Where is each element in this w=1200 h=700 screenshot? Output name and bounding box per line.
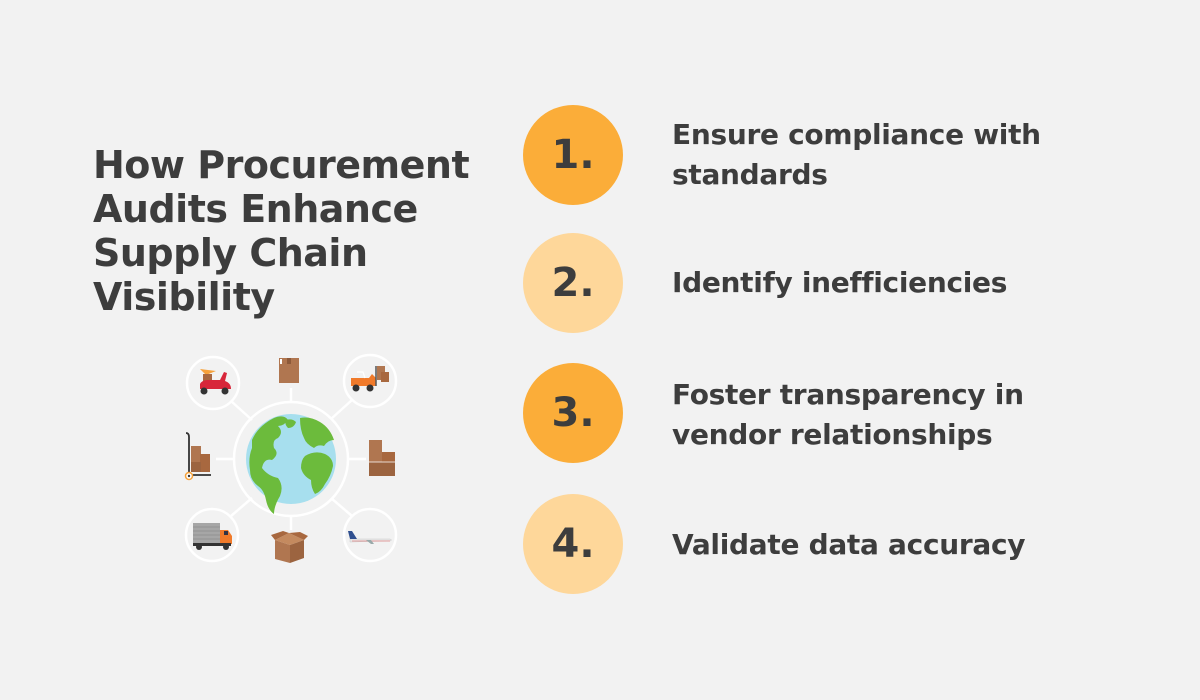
hand-truck-icon <box>184 432 211 481</box>
supply-chain-diagram <box>170 340 420 580</box>
step-1-number-badge: 1. <box>523 105 623 205</box>
step-4-number-badge: 4. <box>523 494 623 594</box>
forklift-icon <box>351 366 389 392</box>
step-1-text: Ensure compliance with standards <box>672 118 1041 191</box>
airplane-icon <box>348 531 392 544</box>
step-2-text: Identify inefficiencies <box>672 266 1008 299</box>
globe-icon <box>246 414 336 514</box>
step-4-text: Validate data accuracy <box>672 528 1026 561</box>
step-3-number-badge: 3. <box>523 363 623 463</box>
airplane-ring <box>342 507 398 563</box>
cardboard-box-icon <box>279 358 299 383</box>
truck-ring <box>184 507 240 563</box>
forklift-ring <box>342 353 398 409</box>
delivery-scooter-icon <box>200 369 231 395</box>
globe-ring <box>232 400 350 518</box>
delivery-truck-icon <box>193 523 232 550</box>
step-3-text: Foster transparency in vendor relationsh… <box>672 378 1024 451</box>
stacked-boxes-icon <box>369 440 395 476</box>
page-title: How Procurement Audits Enhance Supply Ch… <box>93 143 470 319</box>
open-box-icon <box>271 531 308 563</box>
connector-lines <box>216 388 366 530</box>
step-2-number-badge: 2. <box>523 233 623 333</box>
scooter-ring <box>185 355 241 411</box>
